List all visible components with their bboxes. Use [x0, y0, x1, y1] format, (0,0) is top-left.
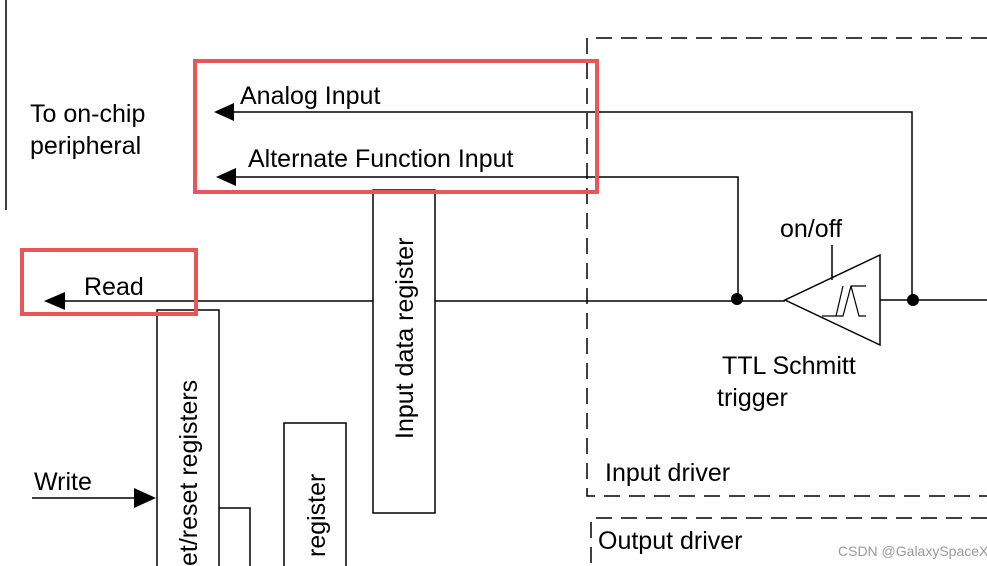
trigger-label: trigger: [717, 384, 788, 412]
input-data-register-label: Input data register: [391, 237, 419, 439]
bit-set-reset-registers-label: et/reset registers: [175, 380, 203, 566]
analog-input-arrowhead: [214, 103, 234, 121]
watermark: CSDN @GalaxySpaceX: [838, 543, 987, 559]
input-data-register-box: [372, 189, 436, 514]
output-driver-label: Output driver: [598, 527, 743, 555]
output-register-label: register: [303, 474, 331, 557]
highlight-box-inputs: [193, 59, 599, 194]
write-arrowhead: [134, 488, 156, 508]
alternate-function-line: [234, 176, 739, 298]
on-off-label: on/off: [780, 215, 842, 243]
set-reset-connector: [219, 507, 251, 566]
junction-dot-analog: [907, 294, 919, 306]
analog-input-line: [232, 111, 913, 300]
ttl-schmitt-label: TTL Schmitt: [722, 352, 856, 380]
write-label: Write: [34, 468, 92, 496]
read-arrowhead: [44, 292, 65, 310]
output-register-box: [283, 422, 347, 566]
bit-set-reset-register-box: [156, 309, 220, 566]
input-driver-label: Input driver: [605, 459, 730, 487]
highlight-box-read: [20, 248, 198, 316]
alternate-function-input-label: Alternate Function Input: [248, 145, 513, 173]
hysteresis-symbol: [822, 285, 866, 317]
output-driver-box: [590, 517, 987, 566]
input-driver-box: [586, 37, 987, 497]
hysteresis-symbol-2: [835, 285, 844, 317]
junction-dot-alternate: [731, 293, 743, 305]
peripheral-label: peripheral: [30, 132, 141, 160]
to-on-chip-label: To on-chip: [30, 100, 145, 128]
read-label: Read: [84, 273, 144, 301]
analog-input-label: Analog Input: [240, 82, 380, 110]
alternate-function-arrowhead: [216, 168, 236, 186]
hysteresis-symbol-3: [850, 285, 866, 317]
